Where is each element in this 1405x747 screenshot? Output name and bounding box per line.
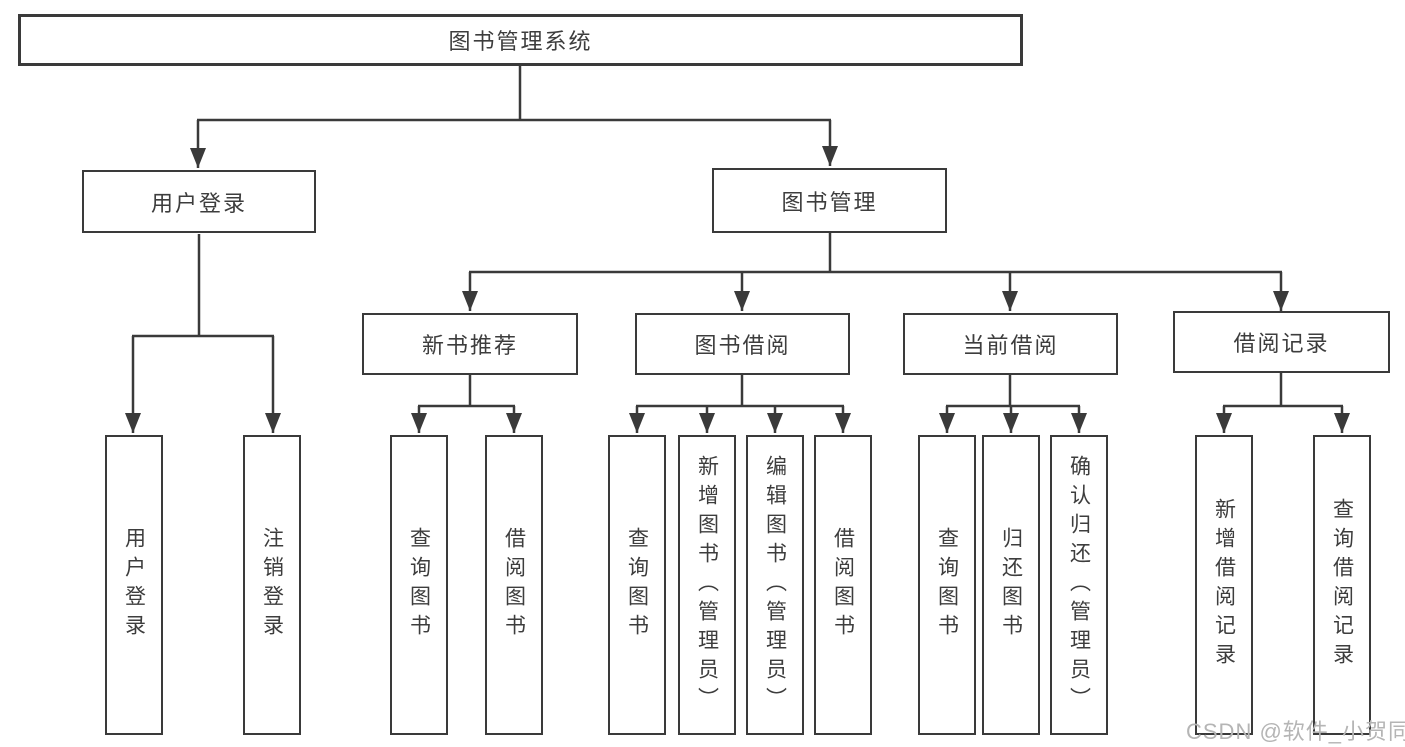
connector-book-borrowing-to-leaves bbox=[629, 375, 851, 433]
node-user-login: 用户登录 bbox=[82, 170, 316, 233]
leaf-query-borrow-record: 查询借阅记录 bbox=[1313, 435, 1371, 735]
leaf-confirm-return-admin-label: 确认归还（管理员） bbox=[1067, 454, 1091, 716]
connector-new-book-to-leaves bbox=[411, 375, 522, 433]
node-root-label: 图书管理系统 bbox=[448, 29, 593, 54]
leaf-query-books-borrowing-label: 查询图书 bbox=[625, 527, 649, 643]
leaf-query-books-current: 查询图书 bbox=[918, 435, 976, 735]
node-root-book-management-system: 图书管理系统 bbox=[18, 14, 1023, 66]
leaf-user-login: 用户登录 bbox=[105, 435, 163, 735]
connector-user-login-to-leaves bbox=[125, 234, 281, 433]
leaf-query-books-current-label: 查询图书 bbox=[935, 527, 959, 643]
node-user-login-label: 用户登录 bbox=[150, 190, 247, 216]
node-book-borrowing: 图书借阅 bbox=[635, 313, 850, 375]
leaf-edit-books-admin-label: 编辑图书（管理员） bbox=[763, 454, 787, 716]
leaf-return-books: 归还图书 bbox=[982, 435, 1040, 735]
node-new-book-recommendation-label: 新书推荐 bbox=[421, 333, 518, 358]
leaf-logout: 注销登录 bbox=[243, 435, 301, 735]
leaf-logout-label: 注销登录 bbox=[260, 527, 284, 643]
leaf-borrow-books-newbook: 借阅图书 bbox=[485, 435, 543, 735]
node-book-borrowing-label: 图书借阅 bbox=[694, 333, 791, 358]
leaf-return-books-label: 归还图书 bbox=[999, 527, 1023, 643]
watermark: CSDN @软件_小贺同学 bbox=[1186, 719, 1405, 744]
leaf-edit-books-admin: 编辑图书（管理员） bbox=[746, 435, 804, 735]
node-borrowing-records-label: 借阅记录 bbox=[1233, 331, 1330, 356]
leaf-borrow-books-borrowing: 借阅图书 bbox=[814, 435, 872, 735]
leaf-query-books-newbook-label: 查询图书 bbox=[407, 527, 431, 643]
leaf-query-books-borrowing: 查询图书 bbox=[608, 435, 666, 735]
node-current-borrowing: 当前借阅 bbox=[903, 313, 1118, 375]
leaf-add-books-admin: 新增图书（管理员） bbox=[678, 435, 736, 735]
connector-current-borrowing-to-leaves bbox=[939, 375, 1087, 433]
node-current-borrowing-label: 当前借阅 bbox=[962, 333, 1059, 358]
leaf-query-borrow-record-label: 查询借阅记录 bbox=[1330, 498, 1354, 672]
leaf-query-books-newbook: 查询图书 bbox=[390, 435, 448, 735]
connector-book-management-to-level3 bbox=[462, 233, 1289, 311]
leaf-add-borrow-record-label: 新增借阅记录 bbox=[1212, 498, 1236, 672]
leaf-confirm-return-admin: 确认归还（管理员） bbox=[1050, 435, 1108, 735]
leaf-add-borrow-record: 新增借阅记录 bbox=[1195, 435, 1253, 735]
leaf-user-login-label: 用户登录 bbox=[122, 527, 146, 643]
leaf-borrow-books-newbook-label: 借阅图书 bbox=[502, 527, 526, 643]
connector-borrowing-records-to-leaves bbox=[1216, 373, 1350, 433]
node-book-management-label: 图书管理 bbox=[781, 189, 878, 215]
leaf-add-books-admin-label: 新增图书（管理员） bbox=[695, 454, 719, 716]
node-borrowing-records: 借阅记录 bbox=[1173, 311, 1390, 373]
node-book-management: 图书管理 bbox=[712, 168, 947, 233]
leaf-borrow-books-borrowing-label: 借阅图书 bbox=[831, 527, 855, 643]
node-new-book-recommendation: 新书推荐 bbox=[362, 313, 578, 375]
connector-root-to-level2 bbox=[190, 66, 838, 168]
